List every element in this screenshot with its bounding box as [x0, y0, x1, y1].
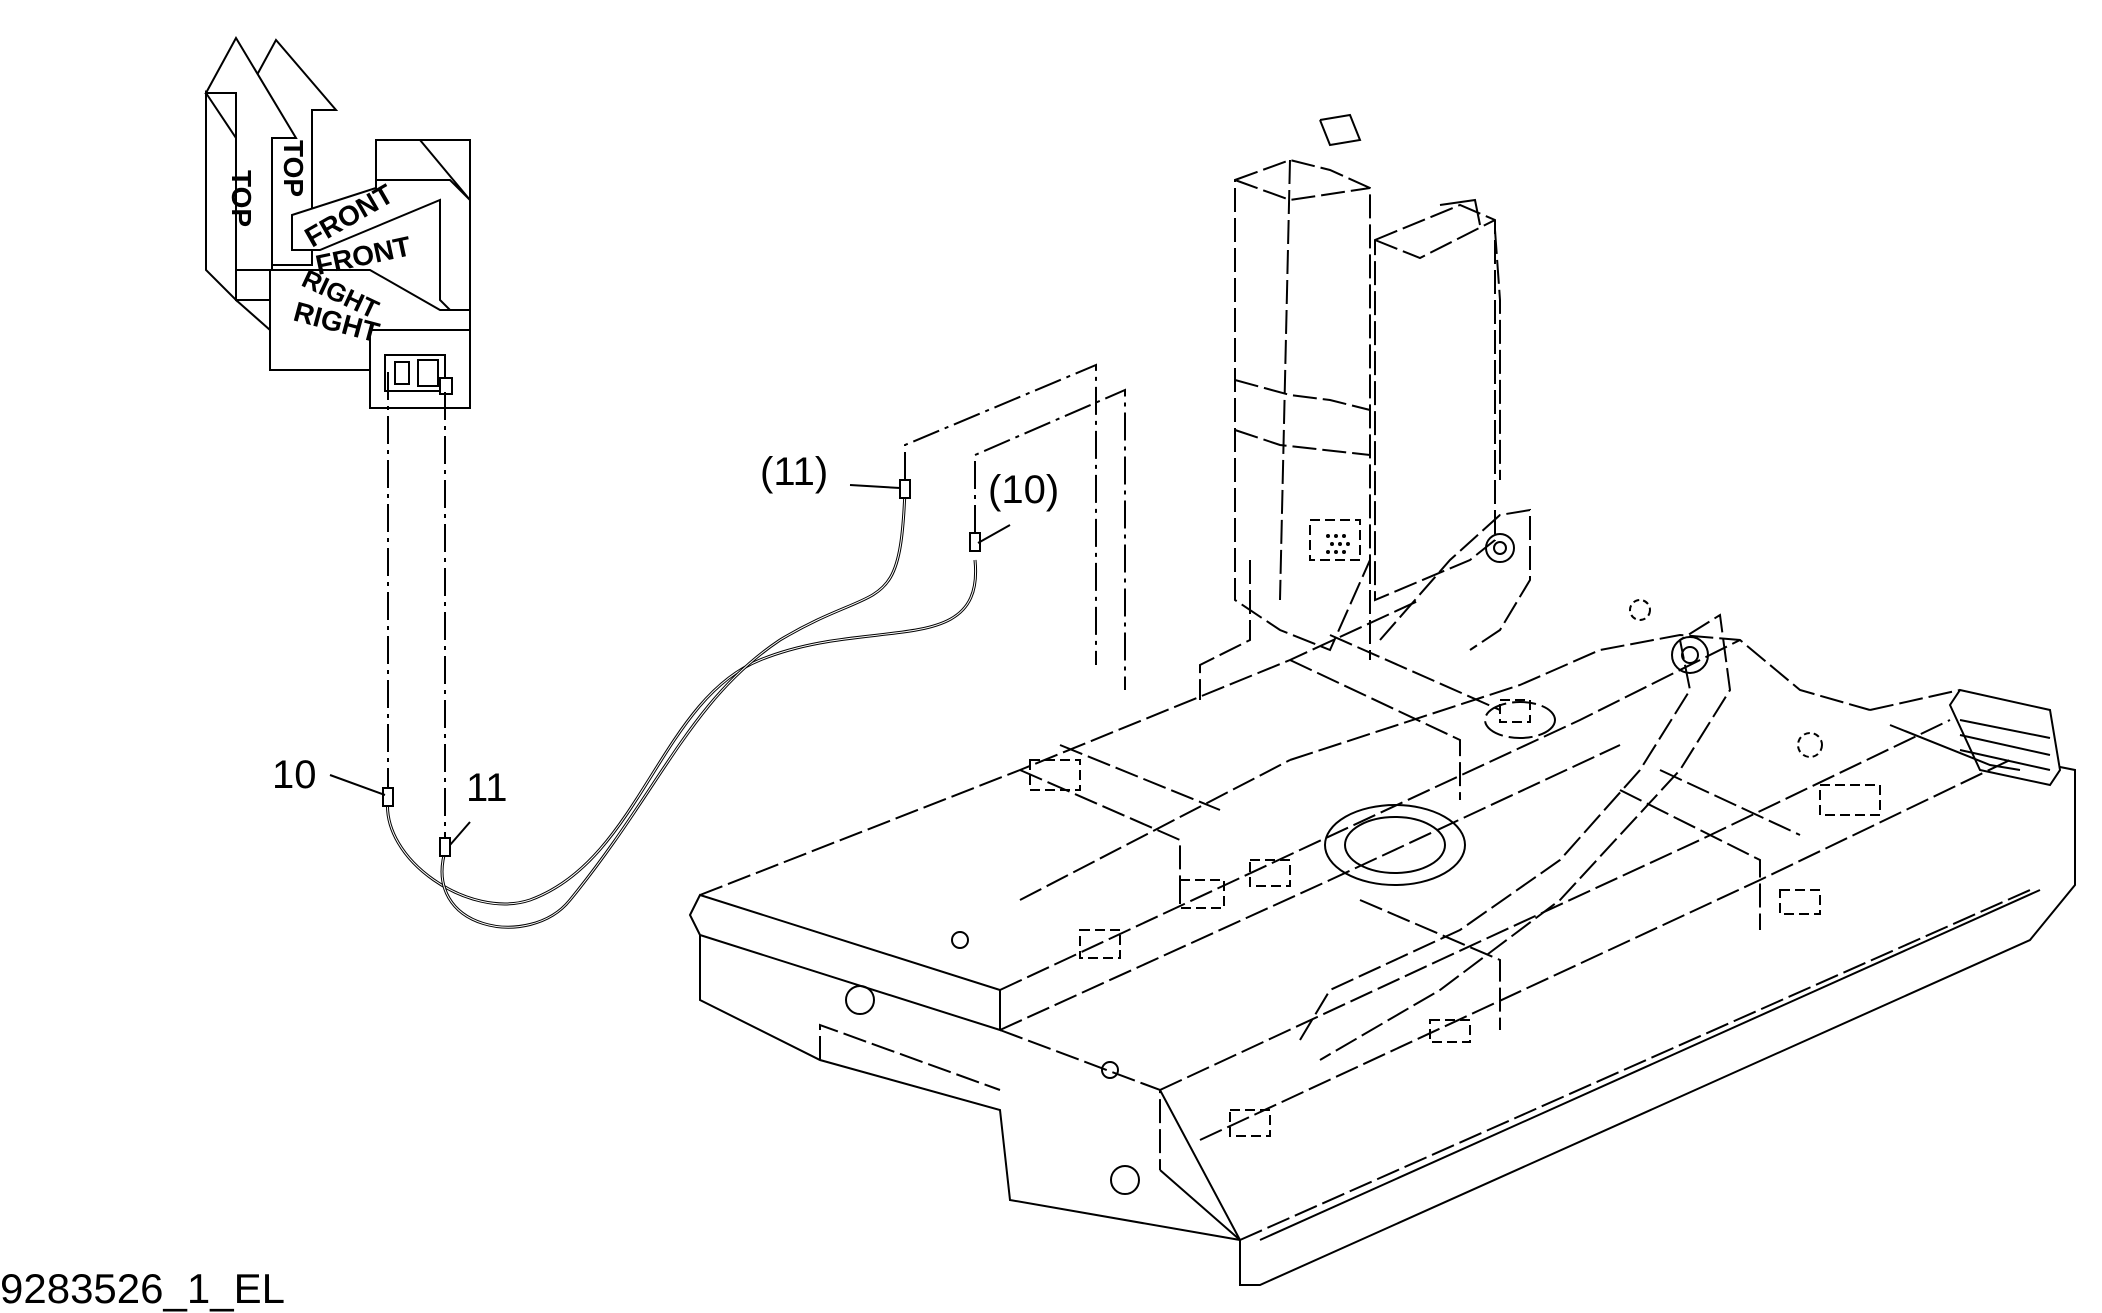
drawing-id: 9283526_1_EL — [0, 1265, 285, 1312]
orientation-label-top-1: TOP — [226, 170, 257, 227]
tower-structure — [1199, 113, 1501, 700]
callout-11: 11 — [466, 766, 508, 810]
callout-10-parenthesized: (10) — [988, 468, 1060, 512]
hose-11 — [440, 489, 907, 929]
callout-10: 10 — [272, 753, 317, 797]
callout-11-parenthesized: (11) — [760, 450, 829, 494]
orientation-label-top-2: TOP — [278, 140, 309, 197]
hose-assembly — [329, 354, 1126, 929]
swing-ring — [1324, 804, 1466, 886]
chassis-frame — [688, 508, 2076, 1286]
perforated-plate — [1326, 534, 1350, 554]
hose-10 — [386, 559, 978, 906]
orientation-arrows-icon: TOP TOP FRONT FRONT RIGHT RIGHT — [204, 35, 471, 409]
